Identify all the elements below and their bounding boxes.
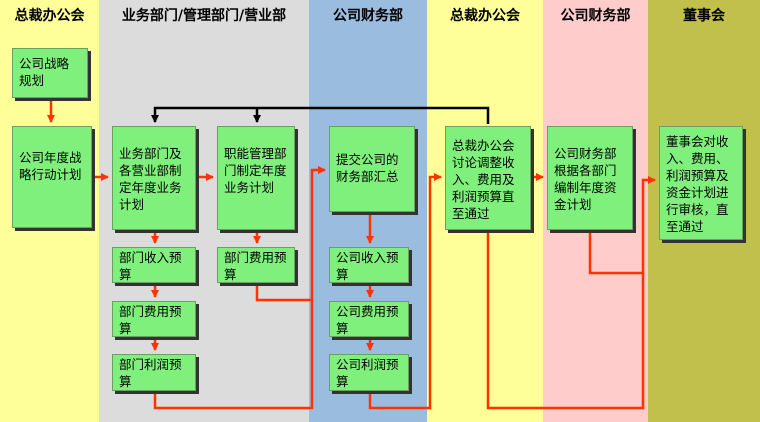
box-president-review: 总裁办公会讨论调整收入、费用及利润预算直至通过 xyxy=(445,126,531,230)
box-biz-expense: 部门费用预算 xyxy=(112,301,196,337)
lane-title: 总裁办公会 xyxy=(450,8,520,24)
lane-title: 总裁办公会 xyxy=(14,8,85,24)
box-function-plan: 职能管理部门制定年度业务计划 xyxy=(217,126,295,230)
box-finance-compile: 公司财务部根据各部门编制年度资金计划 xyxy=(547,126,633,230)
box-business-plan: 业务部门及各营业部制定年度业务计划 xyxy=(112,126,196,230)
box-biz-income: 部门收入预算 xyxy=(112,247,196,283)
box-biz-profit: 部门利润预算 xyxy=(112,354,196,391)
box-co-expense: 公司费用预算 xyxy=(329,301,409,337)
box-board-review: 董事会对收入、费用、利润预算及资金计划进行审核，直至通过 xyxy=(659,126,743,240)
lane-title: 董事会 xyxy=(683,8,725,24)
lane-title: 公司财务部 xyxy=(333,8,403,24)
box-strategy: 公司战略规划 xyxy=(12,48,88,98)
box-annual-action: 公司年度战略行动计划 xyxy=(12,126,92,228)
box-co-income: 公司收入预算 xyxy=(329,247,409,283)
box-co-profit: 公司利润预算 xyxy=(329,354,409,391)
box-func-expense: 部门费用预算 xyxy=(217,247,295,283)
box-summary: 提交公司的财务部汇总 xyxy=(329,126,415,212)
lane-title: 公司财务部 xyxy=(560,8,631,24)
lane-title: 业务部门/管理部门/营业部 xyxy=(121,8,287,24)
